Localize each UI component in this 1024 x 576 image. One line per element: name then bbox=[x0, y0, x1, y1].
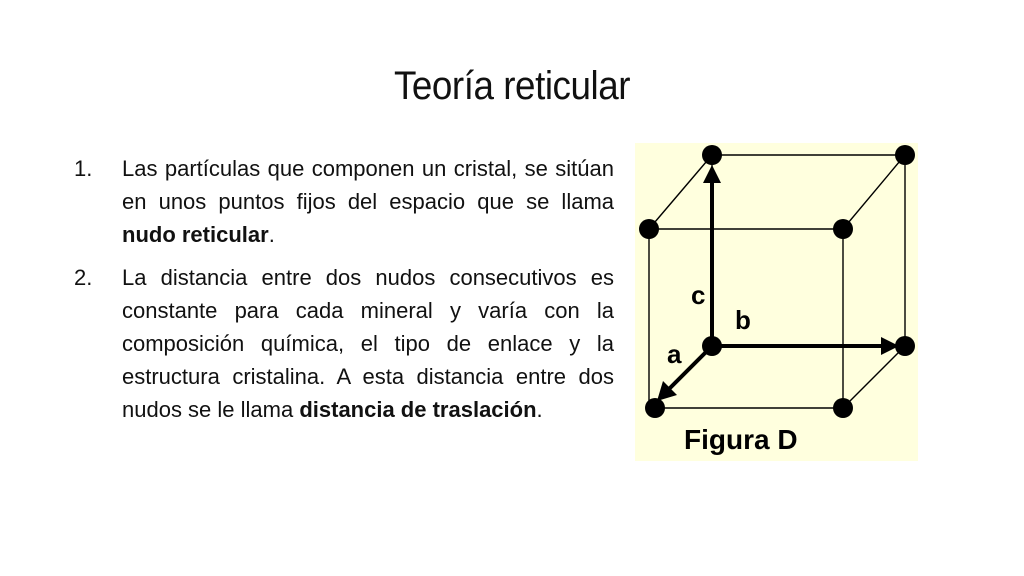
lattice-vectors bbox=[663, 179, 883, 395]
term-nudo-reticular: nudo reticular bbox=[122, 222, 269, 247]
list-item-1: 1. Las partículas que componen un crista… bbox=[74, 152, 614, 251]
cube-depth-edges bbox=[648, 154, 906, 409]
vector-a-line bbox=[663, 344, 714, 395]
figure-caption: Figura D bbox=[684, 424, 798, 455]
cube-front-edges bbox=[648, 228, 844, 409]
list-number-2: 2. bbox=[74, 265, 93, 290]
slide-title: Teoría reticular bbox=[393, 64, 631, 108]
node-back-top-left bbox=[702, 145, 722, 165]
crystal-lattice-figure: c b a Figura D bbox=[635, 143, 918, 461]
label-c: c bbox=[691, 280, 705, 310]
label-b: b bbox=[735, 305, 751, 335]
node-origin bbox=[702, 336, 722, 356]
bullet-list: 1. Las partículas que componen un crista… bbox=[74, 152, 614, 436]
node-front-bottom-right bbox=[833, 398, 853, 418]
edge-depth-top-left bbox=[648, 154, 713, 230]
lattice-nodes bbox=[639, 145, 915, 418]
label-a: a bbox=[667, 339, 682, 369]
edge-depth-top-right bbox=[842, 154, 906, 230]
node-front-top-right bbox=[833, 219, 853, 239]
list-text-2-end: . bbox=[536, 397, 543, 422]
arrowhead-c bbox=[703, 165, 721, 183]
node-back-bottom-right bbox=[895, 336, 915, 356]
vector-arrowheads bbox=[657, 165, 899, 401]
edge-depth-bottom-right bbox=[842, 345, 906, 409]
arrowhead-a bbox=[657, 381, 677, 401]
list-item-2: 2. La distancia entre dos nudos consecut… bbox=[74, 261, 614, 426]
node-front-top-left bbox=[639, 219, 659, 239]
list-number-1: 1. bbox=[74, 156, 93, 181]
arrowhead-b bbox=[881, 337, 899, 355]
term-distancia-traslacion: distancia de traslación bbox=[299, 397, 537, 422]
list-text-1-end: . bbox=[268, 222, 275, 247]
node-front-bottom-left bbox=[645, 398, 665, 418]
list-text-1: Las partículas que componen un cristal, … bbox=[122, 156, 614, 214]
node-back-top-right bbox=[895, 145, 915, 165]
list-text-2: La distancia entre dos nudos consecutivo… bbox=[122, 265, 614, 422]
lattice-cube-diagram: c b a Figura D bbox=[635, 143, 918, 461]
